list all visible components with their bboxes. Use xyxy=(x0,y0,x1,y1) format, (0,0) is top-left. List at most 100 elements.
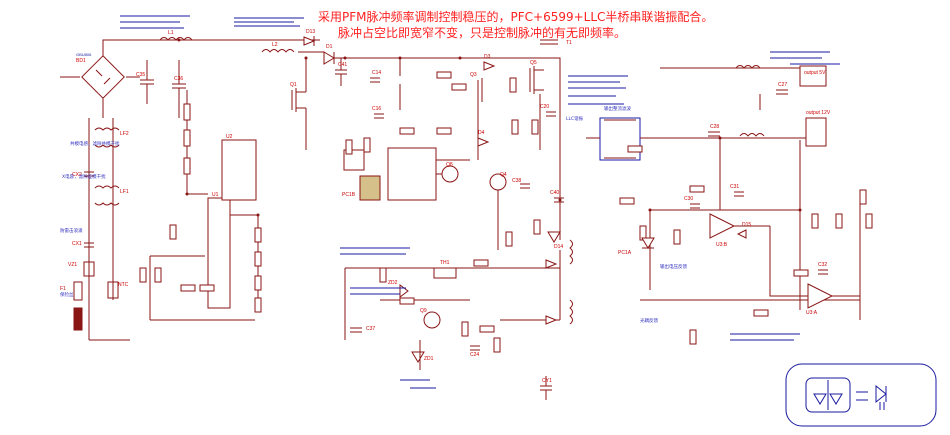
l2-label: L2 xyxy=(272,42,278,48)
c32-label: C32 xyxy=(818,262,827,268)
q3-label: Q3 xyxy=(470,72,477,78)
pc1b-label: PC1B xyxy=(342,192,356,198)
output-5v-label: output 5V xyxy=(804,70,826,76)
capacitor-c32: C32 xyxy=(818,262,828,275)
zener-zd1: ZD1 xyxy=(411,351,434,363)
optocoupler-led-pc1a: PC1A xyxy=(618,237,655,256)
varistor-vz1: VZ1 xyxy=(68,261,95,277)
output-capacitor-c28: C28 xyxy=(708,124,720,137)
pfc-controller-u2: U2 xyxy=(221,134,257,201)
d4-label: D4 xyxy=(478,130,485,136)
note-surge: 防雷击浪涌 xyxy=(60,227,83,234)
fuse-f1: F1 xyxy=(60,281,83,301)
pfc-inductor-l1: L1 xyxy=(159,30,193,41)
schematic-title-line1: 采用PFM脉冲频率调制控制稳压的，PFC+6599+LLC半桥串联谐振配合。 xyxy=(318,10,714,24)
capacitor-c20: C20 xyxy=(540,104,556,117)
c31-label: C31 xyxy=(730,184,739,190)
output-inductor xyxy=(735,65,765,137)
output-12v-label: output 12V xyxy=(806,110,831,116)
d14-label: D14 xyxy=(554,244,563,250)
note-input-filter: 共模电感，滤除共模干扰 xyxy=(70,140,120,147)
bulk-capacitor-c35: C35 xyxy=(136,60,154,104)
c41-label: C41 xyxy=(338,62,347,68)
th1-label: TH1 xyxy=(440,260,450,266)
optocoupler-pc1b: PC1B xyxy=(342,175,381,201)
q9-label: Q9 xyxy=(420,308,427,314)
resistor-divider-left xyxy=(183,90,191,194)
capacitor-c24: C24 xyxy=(470,345,480,358)
diode-d4: D4 xyxy=(477,130,490,147)
note-optocoupler: 光耦反馈 xyxy=(640,317,658,324)
vz1-label: VZ1 xyxy=(68,262,77,268)
pfc-controller-u1: U1 xyxy=(207,192,231,309)
c24-label: C24 xyxy=(470,352,479,358)
t1-label: T1 xyxy=(566,40,572,46)
capacitor-c30: C30 xyxy=(684,196,700,209)
c38-label: C38 xyxy=(512,178,521,184)
resistor-column-u1 xyxy=(230,214,262,313)
diode-d15: D15 xyxy=(736,222,751,239)
q8-label: Q8 xyxy=(446,162,453,168)
cx2-label: CX2 xyxy=(72,172,82,178)
pfc-diode-d1: D1 xyxy=(323,44,335,65)
u1-label: U1 xyxy=(212,192,219,198)
ac-input-connector xyxy=(73,307,83,331)
note-x-cap: X电容，滤除差模干扰 xyxy=(62,173,106,180)
pfc-inductor-l2: L2 xyxy=(261,42,295,53)
u3a-label: U3:A xyxy=(806,310,818,316)
c37-label: C37 xyxy=(366,326,375,332)
transistor-q8: Q8 xyxy=(441,162,459,183)
x-capacitor-cx1: CX1 xyxy=(72,231,94,259)
c36-label: C36 xyxy=(174,76,183,82)
diode-d13: D13 xyxy=(303,29,315,46)
mosfet-q3: Q3 xyxy=(470,72,483,102)
x-capacitor-cx2: CX2 xyxy=(72,160,94,188)
pfc-section: L1 L2 C35 C36 Q1 D1 D13 U xyxy=(136,29,345,321)
c20-label: C20 xyxy=(540,104,549,110)
diode-d14: D14 xyxy=(547,231,563,250)
u2-label: U2 xyxy=(226,134,233,140)
high-side-mosfet-q5: Q5 xyxy=(529,60,544,94)
diode-d3: D3 xyxy=(483,54,496,71)
lf2-label: LF2 xyxy=(120,131,129,137)
bd1-value: GBU806 xyxy=(76,52,92,57)
c35-label: C35 xyxy=(136,72,145,78)
capacitor-c16: C16 xyxy=(372,106,384,119)
ntc-label: NTC xyxy=(118,282,129,288)
annotation-lines xyxy=(120,15,840,389)
note-output: 输出整流滤波 xyxy=(604,105,631,112)
ntc-thermistor: NTC xyxy=(107,281,129,299)
q5-label: Q5 xyxy=(530,60,537,66)
common-mode-choke-lf1: LF1 xyxy=(94,185,129,206)
transistor-q9: Q9 xyxy=(420,308,441,329)
y-capacitor-cy1: CY1 xyxy=(540,376,552,400)
capacitor-c14: C14 xyxy=(370,70,381,83)
llc-half-bridge: Q5 Q3 Q4 D3 D4 T1 C20 C38 xyxy=(460,39,584,250)
q1-label: Q1 xyxy=(290,82,297,88)
cy1-label: CY1 xyxy=(542,378,552,384)
output-section: C28 C27 output 5V output 12V D15 C30 C31 xyxy=(586,65,873,345)
d1-label: D1 xyxy=(326,44,333,50)
llc-controller-section: C41 C14 C16 PC1B Q8 xyxy=(335,57,470,201)
resonant-transformer-t1: T1 xyxy=(540,39,572,46)
d3-label: D3 xyxy=(484,54,491,60)
thermistor-th1: TH1 xyxy=(433,260,457,279)
c28-label: C28 xyxy=(710,124,719,130)
output-12v-connector: output 12V xyxy=(805,110,831,147)
note-llc: LLC谐振 xyxy=(566,115,584,122)
output-capacitor-c27: C27 xyxy=(776,82,788,95)
lf1-label: LF1 xyxy=(120,189,129,195)
bulk-capacitor-c41: C41 xyxy=(335,58,347,86)
pfc-mosfet-q1: Q1 xyxy=(290,82,307,120)
junction-dots xyxy=(177,38,802,217)
c30-label: C30 xyxy=(684,196,693,202)
note-feedback: 输出电压反馈 xyxy=(660,263,687,270)
bd1-label: BD1 xyxy=(76,58,86,64)
cx1-label: CX1 xyxy=(72,241,82,247)
f1-label: F1 xyxy=(60,286,66,292)
capacitor-c37: C37 xyxy=(350,326,375,333)
c16-label: C16 xyxy=(372,106,381,112)
q4-label: Q4 xyxy=(500,172,507,178)
mosfet-q4: Q4 xyxy=(489,172,507,191)
